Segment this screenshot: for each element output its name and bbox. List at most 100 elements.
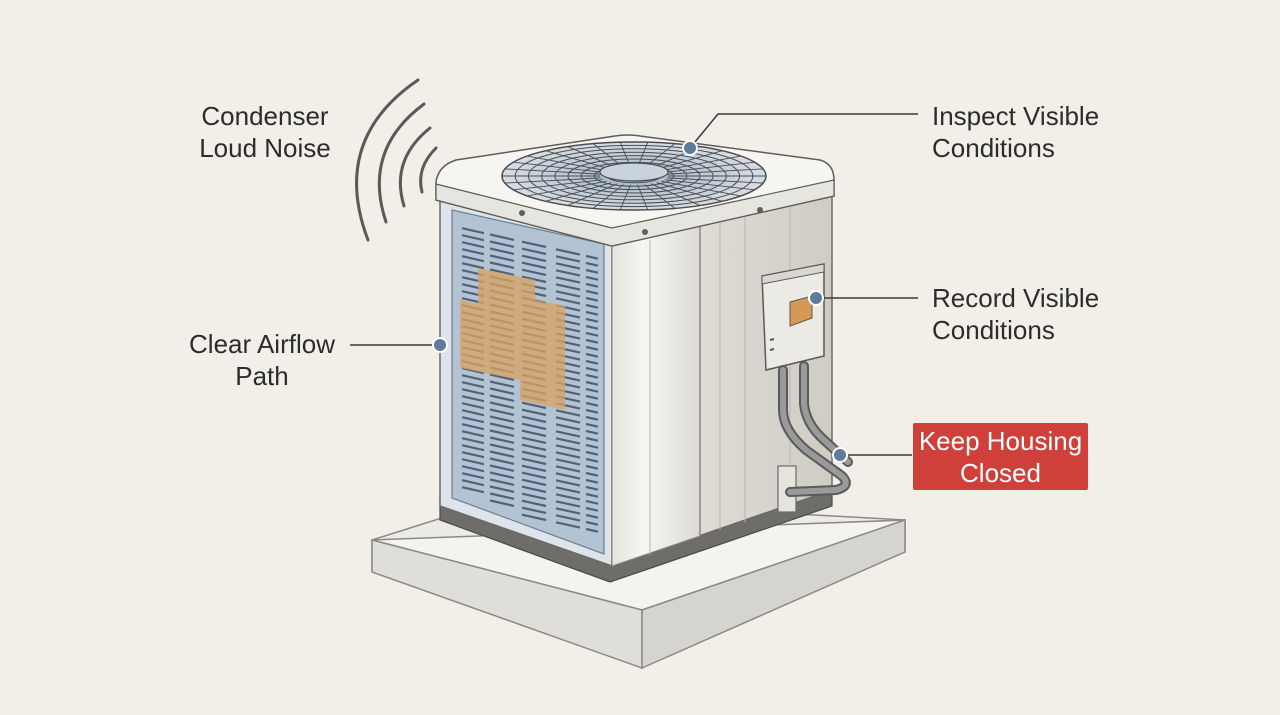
rust-patch <box>460 268 565 410</box>
label-line: Conditions <box>932 315 1055 345</box>
louver-slat <box>461 409 485 417</box>
louver-slat <box>521 247 547 256</box>
louver-slat <box>585 373 599 379</box>
louver-slat <box>461 374 485 382</box>
louver-slat <box>555 262 581 270</box>
louver-slat <box>585 401 599 407</box>
louver-slat <box>521 261 547 270</box>
fan-spoke <box>567 146 618 169</box>
sound-wave-icon <box>355 78 438 242</box>
louver-slat <box>585 366 599 372</box>
louver-slat <box>555 437 581 445</box>
disconnect-box-icon <box>761 263 825 371</box>
louver-slat <box>555 269 581 277</box>
louver-slat <box>555 465 581 473</box>
louver-slat <box>489 268 515 276</box>
louver-slat <box>555 458 581 466</box>
label-line: Closed <box>960 458 1041 488</box>
fan-spoke <box>504 177 601 184</box>
louver-slat <box>555 290 581 298</box>
fan-spoke <box>567 183 618 206</box>
louver-slat <box>585 478 599 484</box>
louver-slat <box>521 254 547 263</box>
louver-slat <box>489 457 515 465</box>
louver-slat <box>521 275 547 284</box>
label-line: Clear Airflow <box>189 329 335 359</box>
louver-slat <box>555 472 581 480</box>
louver-slat <box>585 268 599 274</box>
louver-slat <box>461 486 485 494</box>
fan-spoke <box>504 168 601 175</box>
louver-slat <box>585 450 599 456</box>
fan-spoke <box>661 155 741 172</box>
louver-slat <box>555 451 581 459</box>
louver-slat <box>585 443 599 449</box>
louver-slat <box>585 429 599 435</box>
louver-slat <box>461 402 485 410</box>
louver-slat <box>489 373 515 381</box>
louver-slat <box>461 388 485 396</box>
louver-slat <box>489 240 515 248</box>
louver-slat <box>585 513 599 519</box>
fan-spoke <box>592 184 624 209</box>
louver-slat <box>555 409 581 417</box>
louver-slat <box>461 472 485 480</box>
louver-slat <box>461 416 485 424</box>
fan-spoke <box>667 177 764 184</box>
louver-slat <box>585 499 599 505</box>
louver-slat <box>461 262 485 270</box>
louver-slat <box>461 465 485 473</box>
fan-spoke <box>656 182 723 202</box>
louver-slat <box>585 324 599 330</box>
louver-slat <box>521 492 547 501</box>
louver-slat <box>555 276 581 284</box>
louver-slat <box>555 479 581 487</box>
louver-slat <box>521 422 547 431</box>
louver-slat <box>521 478 547 487</box>
callout-dots <box>432 140 848 463</box>
louver-slat <box>461 395 485 403</box>
louver-slat <box>585 331 599 337</box>
louver-slat <box>585 275 599 281</box>
louver-slat <box>585 345 599 351</box>
louver-slat <box>489 401 515 409</box>
louver-slat <box>461 234 485 242</box>
label-line: Keep Housing <box>918 426 1083 456</box>
louver-slat <box>461 444 485 452</box>
louver-slat <box>585 282 599 288</box>
louver-slat <box>489 450 515 458</box>
louver-slat <box>585 471 599 477</box>
louver-slat <box>461 381 485 389</box>
louver-slat <box>489 408 515 416</box>
fan-grille-icon <box>501 141 767 211</box>
louver-slat <box>489 233 515 241</box>
louver-slat <box>489 254 515 262</box>
label-line: Condenser <box>201 101 329 131</box>
louver-slat <box>521 408 547 417</box>
label-line: Conditions <box>932 133 1055 163</box>
fan-spoke <box>665 161 755 173</box>
louver-slat <box>555 486 581 494</box>
louver-slat <box>555 430 581 438</box>
keep-housing-closed-warning: Keep Housing Closed <box>913 423 1088 490</box>
louver-slat <box>585 492 599 498</box>
louver-slat <box>585 457 599 463</box>
fan-spoke <box>650 183 701 206</box>
fan-spoke <box>545 182 612 202</box>
louver-slat <box>585 485 599 491</box>
louver-slat <box>585 261 599 267</box>
louver-slat <box>585 289 599 295</box>
louver-slat <box>489 422 515 430</box>
louver-slat <box>489 387 515 395</box>
louver-slat <box>521 513 547 522</box>
louver-slat <box>585 310 599 316</box>
label-line: Record Visible <box>932 283 1100 313</box>
fan-spoke <box>619 184 631 210</box>
louver-slat <box>461 479 485 487</box>
louver-slat <box>521 240 547 249</box>
louver-slat <box>585 436 599 442</box>
louver-slat <box>585 380 599 386</box>
louver-slat <box>489 436 515 444</box>
louver-slat <box>555 444 581 452</box>
louver-slat <box>489 394 515 402</box>
